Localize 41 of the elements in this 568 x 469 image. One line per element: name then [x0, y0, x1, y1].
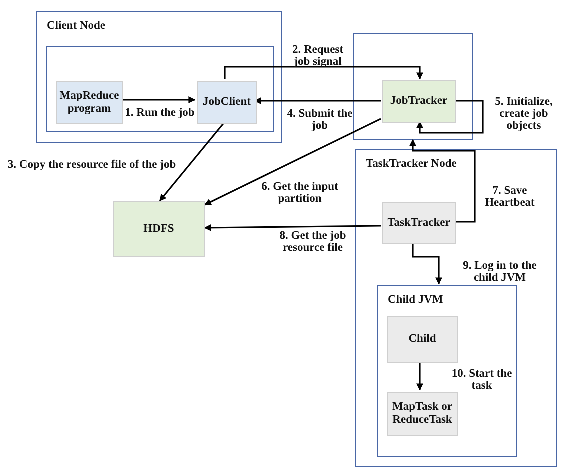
arrow	[204, 118, 382, 206]
process-box	[387, 392, 458, 436]
edge-label: 8. Get the job resource file	[278, 230, 348, 254]
arrow	[416, 100, 484, 134]
arrow	[159, 122, 226, 202]
process-box	[382, 202, 456, 244]
process-box	[382, 80, 456, 123]
edge-label: 5. Initialize, create job objects	[494, 96, 554, 132]
edge-label: 9. Log in to the child JVM	[462, 260, 538, 284]
edge-label: 1. Run the job	[124, 106, 196, 120]
group-frame	[355, 149, 557, 467]
edge-label: 2. Request job signal	[291, 44, 345, 68]
edge-label: 10. Start the task	[450, 368, 514, 392]
edge-label: 4. Submit the job	[286, 108, 354, 132]
arrow	[410, 139, 476, 223]
box-label: TaskTracker	[388, 216, 450, 230]
inner-frame	[46, 46, 274, 132]
group-heading: Client Node	[47, 20, 106, 32]
edge-label: 7. Save Heartbeat	[484, 184, 536, 210]
box-label: MapTask or ReduceTask	[392, 401, 454, 427]
arrow	[416, 361, 424, 391]
box-label: MapReduce program	[58, 90, 120, 116]
box-label: JobClient	[203, 96, 251, 109]
inner-frame	[353, 33, 473, 140]
process-box	[387, 316, 458, 363]
arrow	[204, 224, 381, 232]
process-box	[113, 201, 205, 257]
arrow	[412, 243, 442, 285]
group-frame	[36, 11, 282, 143]
process-box	[197, 81, 257, 124]
box-label: JobTracker	[390, 95, 448, 108]
arrow	[224, 66, 424, 80]
arrow	[121, 96, 196, 104]
group-frame	[377, 285, 517, 457]
edge-label: 3. Copy the resource file of the job	[6, 158, 178, 172]
group-heading: Child JVM	[388, 294, 444, 306]
box-label: Child	[408, 333, 436, 346]
box-label: HDFS	[144, 222, 174, 236]
group-heading: TaskTracker Node	[366, 158, 457, 170]
edge-label: 6. Get the input partition	[260, 180, 340, 206]
process-box	[56, 81, 123, 124]
